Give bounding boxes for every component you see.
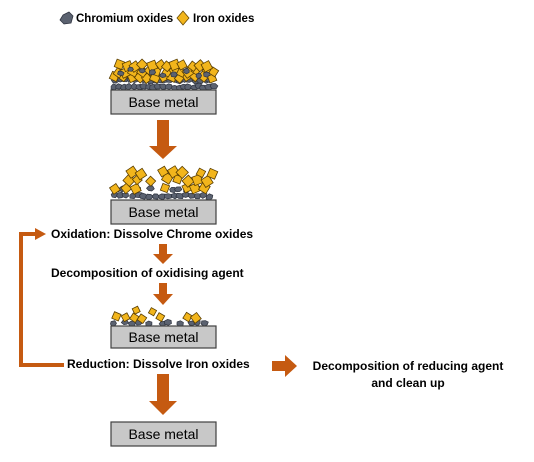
iron-oxide-particle xyxy=(145,175,157,187)
loop-back-arrow xyxy=(19,228,64,367)
chromium-oxide-particle xyxy=(148,69,157,76)
chromium-oxide-particle xyxy=(193,193,202,200)
iron-oxide-particle xyxy=(131,305,141,315)
iron-oxide-particle xyxy=(188,182,202,195)
iron-oxide-particle xyxy=(195,167,207,179)
base-metal-label: Base metal xyxy=(128,204,198,220)
base-metal-label: Base metal xyxy=(128,329,198,345)
chromium-oxide-particle xyxy=(151,193,160,200)
chromium-oxide-particle xyxy=(163,193,172,200)
down-arrow-1 xyxy=(149,120,177,159)
reduction-step-label: Reduction: Dissolve Iron oxides xyxy=(67,357,250,371)
iron-oxide-particle xyxy=(189,311,202,324)
iron-oxide-particle xyxy=(166,165,181,179)
base-metal-label: Base metal xyxy=(128,426,198,442)
chromium-oxide-particle xyxy=(209,83,219,90)
iron-oxide-particle xyxy=(175,165,189,180)
chromium-oxide-particle xyxy=(173,186,183,193)
decomposition-reducing-label-line1: Decomposition of reducing agent xyxy=(313,359,504,373)
down-arrow-3 xyxy=(153,283,173,305)
stage-1-base-metal: Base metal xyxy=(110,89,217,115)
iron-oxide-particle xyxy=(200,174,214,189)
chromium-oxide-particle xyxy=(110,320,117,327)
iron-oxide-particle xyxy=(111,311,122,322)
right-arrow xyxy=(272,355,297,377)
chromium-oxide-particle xyxy=(195,72,202,80)
iron-oxide-particle xyxy=(157,165,169,178)
decomposition-reducing-label-line2: and clean up xyxy=(371,376,444,390)
iron-oxide-particle xyxy=(147,307,158,317)
iron-oxide-particle xyxy=(108,183,121,195)
stage-1-oxide-layer xyxy=(108,58,220,92)
down-arrow-2 xyxy=(153,244,173,264)
legend-iron-label: Iron oxides xyxy=(193,13,254,25)
down-arrow-4 xyxy=(149,374,177,415)
iron-oxide-particle xyxy=(200,60,214,73)
chromium-oxide-particle xyxy=(170,71,178,78)
chromium-oxide-particle xyxy=(200,320,209,327)
iron-oxide-particle xyxy=(135,58,149,71)
chromium-oxide-particle xyxy=(121,192,129,199)
iron-oxide-legend-icon xyxy=(176,10,190,26)
chromium-oxide-particle xyxy=(183,67,190,75)
chromium-oxide-legend-icon xyxy=(59,11,74,25)
iron-oxide-particle xyxy=(176,59,188,71)
chromium-oxide-particle xyxy=(145,193,155,201)
chromium-oxide-particle xyxy=(159,72,167,78)
stage-2-base-metal: Base metal xyxy=(110,199,217,225)
iron-oxide-particle xyxy=(125,165,139,179)
legend: Chromium oxides Iron oxides xyxy=(59,10,254,26)
chromium-oxide-particle xyxy=(117,70,125,76)
legend-chromium-label: Chromium oxides xyxy=(76,13,173,25)
iron-oxide-particle xyxy=(136,313,148,325)
iron-oxide-particle xyxy=(155,312,166,323)
iron-oxide-particle xyxy=(182,311,193,323)
iron-oxide-particle xyxy=(159,182,171,194)
iron-oxide-particle xyxy=(208,66,220,78)
chromium-oxide-particle xyxy=(205,193,214,201)
iron-oxide-particle xyxy=(206,167,219,180)
iron-oxide-particle xyxy=(191,173,204,187)
stage-4-base-metal: Base metal xyxy=(110,421,217,447)
stage-3-oxide-layer xyxy=(110,305,209,328)
iron-oxide-particle xyxy=(134,167,148,181)
chromium-oxide-particle xyxy=(138,68,146,74)
stage-3-base-metal: Base metal xyxy=(110,325,217,349)
chromium-oxide-particle xyxy=(164,319,172,326)
chromium-oxide-particle xyxy=(127,66,134,72)
chromium-oxide-particle xyxy=(181,191,190,198)
chromium-oxide-particle xyxy=(203,71,210,78)
oxidation-step-label: Oxidation: Dissolve Chrome oxides xyxy=(51,227,253,241)
iron-oxide-particle xyxy=(129,182,142,195)
base-metal-label: Base metal xyxy=(128,94,198,110)
iron-oxide-particle xyxy=(120,312,131,323)
decomposition-oxidising-label: Decomposition of oxidising agent xyxy=(51,266,244,280)
stage-2-oxide-layer xyxy=(108,165,219,201)
chromium-oxide-particle xyxy=(146,185,155,192)
iron-oxide-particle xyxy=(181,174,195,188)
